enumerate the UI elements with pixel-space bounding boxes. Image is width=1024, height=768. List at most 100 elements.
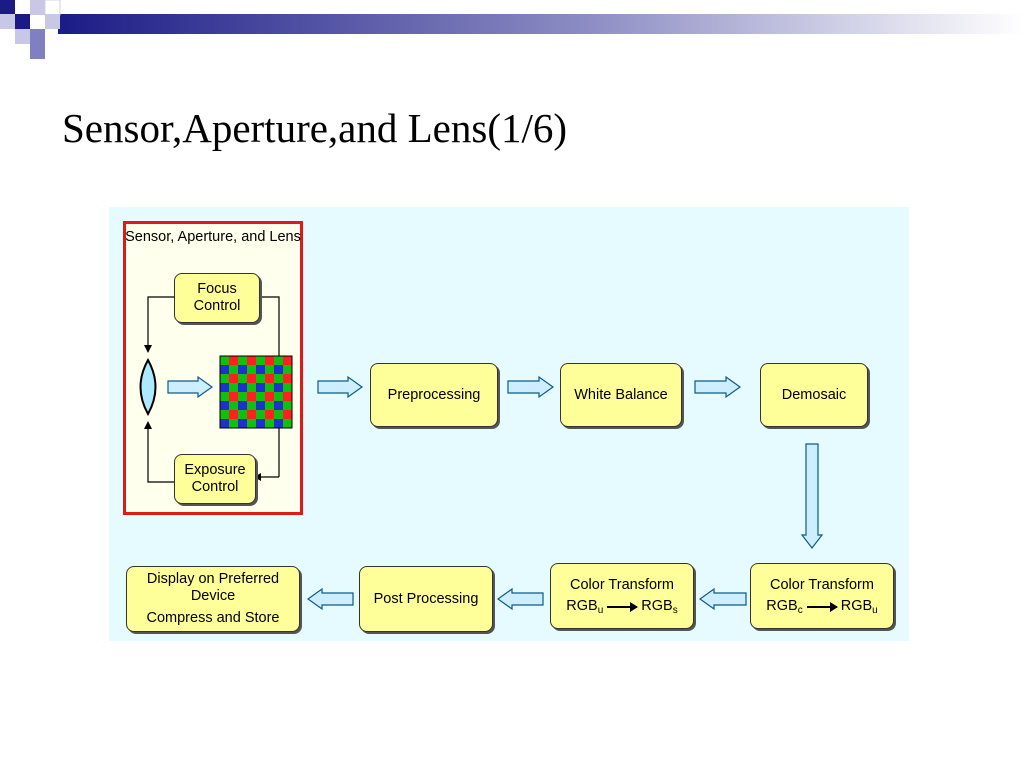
exposure-control-line2: Control <box>191 479 239 495</box>
bayer-cell <box>220 410 229 419</box>
post-processing-box: Post Processing <box>359 566 493 632</box>
bayer-cell <box>265 374 274 383</box>
output-box: Display on Preferred Device Compress and… <box>126 566 300 632</box>
bayer-cell <box>238 365 247 374</box>
arrow-color-transform-c-to-u <box>698 587 747 611</box>
bayer-cell <box>265 401 274 410</box>
bayer-cell <box>256 401 265 410</box>
color-transform-c-box: Color Transform RGBc RGBu <box>750 563 894 629</box>
bayer-cell <box>247 365 256 374</box>
bayer-cell <box>247 419 256 428</box>
bayer-cell <box>238 383 247 392</box>
arrow-lens-to-sensor <box>167 375 214 399</box>
bayer-cell <box>220 365 229 374</box>
block-arrows <box>167 375 824 611</box>
bayer-cell <box>238 356 247 365</box>
bayer-cell <box>256 356 265 365</box>
bayer-cell <box>238 410 247 419</box>
bayer-cell <box>283 356 292 365</box>
focus-control-box: Focus Control <box>174 273 260 323</box>
bayer-cell <box>229 383 238 392</box>
focus-control-line2: Control <box>193 298 241 314</box>
arrow-white-balance-to-demosaic <box>694 375 742 399</box>
bayer-cell <box>229 419 238 428</box>
bayer-cell <box>229 374 238 383</box>
arrow-post-to-output <box>306 587 354 611</box>
bayer-cell <box>274 401 283 410</box>
color-transform-u-from-sub: u <box>597 605 604 616</box>
bayer-cell <box>256 419 265 428</box>
preprocessing-label: Preprocessing <box>387 386 481 403</box>
bayer-cell <box>274 383 283 392</box>
bayer-cell <box>220 401 229 410</box>
bayer-cell <box>256 392 265 401</box>
bayer-cell <box>220 356 229 365</box>
color-transform-c-from-sub: c <box>797 605 803 616</box>
arrow-color-transform-u-to-post <box>496 587 544 611</box>
bayer-cell <box>247 383 256 392</box>
color-transform-c-to-sub: u <box>872 605 878 616</box>
bayer-cell <box>247 392 256 401</box>
bayer-cell <box>283 383 292 392</box>
color-transform-c-from: RGBc <box>766 598 803 616</box>
bayer-cell <box>220 419 229 428</box>
pipeline-diagram: Sensor, Aperture, and Lens <box>109 207 909 641</box>
bayer-cell <box>274 392 283 401</box>
bayer-cell <box>220 392 229 401</box>
bayer-cell <box>247 356 256 365</box>
bayer-cell <box>265 392 274 401</box>
color-transform-c-title: Color Transform <box>770 577 874 593</box>
bayer-cell <box>274 356 283 365</box>
color-transform-u-to-sub: s <box>672 605 678 616</box>
exposure-control-box: Exposure Control <box>174 454 256 504</box>
bayer-cell <box>229 392 238 401</box>
bayer-sensor-icon <box>219 355 293 429</box>
bayer-cell <box>238 401 247 410</box>
bayer-cell <box>220 374 229 383</box>
bayer-cell <box>283 365 292 374</box>
bayer-cell <box>229 410 238 419</box>
bayer-cell <box>265 365 274 374</box>
bayer-cell <box>256 383 265 392</box>
bayer-cell <box>247 401 256 410</box>
color-transform-u-title: Color Transform <box>570 577 674 593</box>
bayer-cell <box>265 419 274 428</box>
bayer-cell <box>229 356 238 365</box>
bayer-cell <box>274 410 283 419</box>
diagram-graphics <box>139 293 824 611</box>
output-line1: Display on Preferred <box>146 571 280 587</box>
bayer-cell <box>247 410 256 419</box>
color-transform-c-to: RGBu <box>840 598 878 616</box>
color-transform-u-from: RGBu <box>566 598 604 616</box>
bayer-cell <box>256 365 265 374</box>
demosaic-label: Demosaic <box>781 386 847 403</box>
bayer-cell <box>274 374 283 383</box>
color-transform-u-box: Color Transform RGBu RGBs <box>550 563 694 629</box>
output-line3: Compress and Store <box>146 610 280 626</box>
demosaic-box: Demosaic <box>760 363 868 427</box>
bayer-cell <box>283 374 292 383</box>
bayer-cell <box>265 356 274 365</box>
bayer-cell <box>238 374 247 383</box>
bayer-cell <box>220 383 229 392</box>
bayer-cell <box>229 365 238 374</box>
bayer-cell <box>283 410 292 419</box>
transform-arrow-icon <box>607 601 639 612</box>
slide-title: Sensor,Aperture,and Lens(1/6) <box>62 105 568 151</box>
arrow-preprocessing-to-white-balance <box>507 375 555 399</box>
preprocessing-box: Preprocessing <box>370 363 498 427</box>
post-processing-label: Post Processing <box>373 590 479 607</box>
white-balance-box: White Balance <box>560 363 682 427</box>
bayer-cell <box>265 410 274 419</box>
color-transform-c-formula: RGBc RGBu <box>766 598 878 616</box>
output-line2: Device <box>190 588 236 604</box>
focus-control-line1: Focus <box>197 281 237 297</box>
bayer-cell <box>256 374 265 383</box>
color-transform-u-formula: RGBu RGBs <box>566 598 678 616</box>
bayer-cell <box>283 419 292 428</box>
bayer-cell <box>274 365 283 374</box>
header-decoration <box>0 0 1024 59</box>
lens-icon <box>139 357 157 417</box>
exposure-control-line1: Exposure <box>184 462 246 478</box>
bayer-cell <box>283 392 292 401</box>
